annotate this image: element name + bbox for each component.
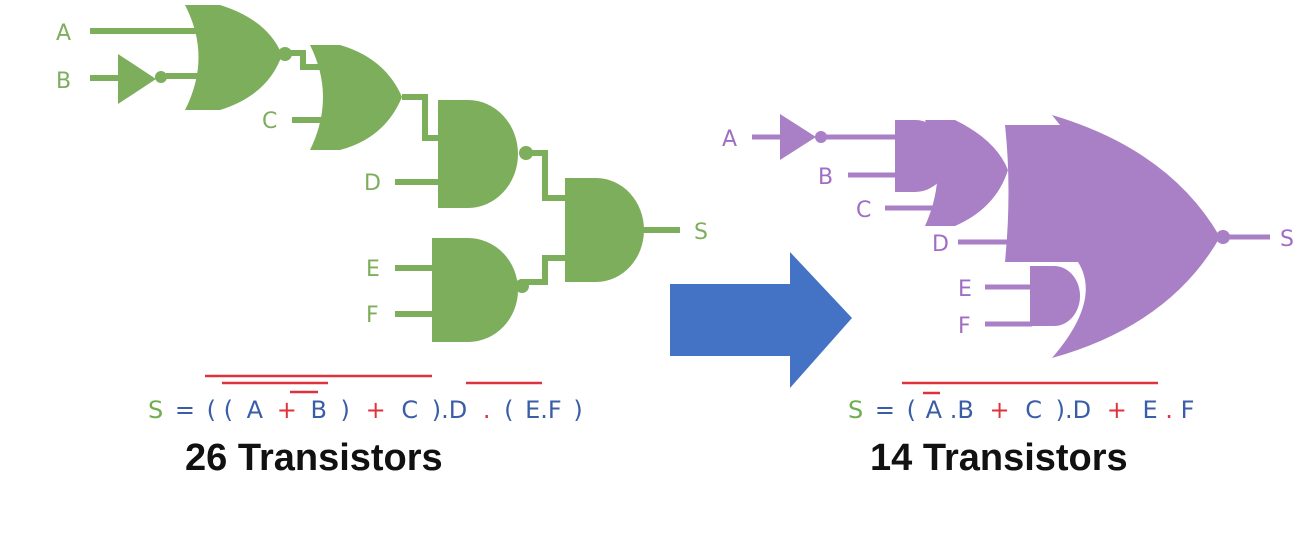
not-gate-b: [118, 54, 156, 104]
nor-gate-1-bubble: [278, 47, 292, 61]
nand-gate-3: [438, 100, 518, 208]
left-output-s-label: S: [694, 220, 708, 245]
left-equation: S = ( ( A + B ) + C ).D . ( E.F ): [148, 374, 583, 424]
left-input-f-label: F: [366, 303, 379, 328]
left-input-e-label: E: [366, 257, 380, 282]
right-input-e-label: E: [958, 277, 972, 302]
nand-gate-3-bubble: [519, 146, 533, 160]
left-input-d-label: D: [364, 171, 381, 196]
right-circuit: A B C D E F S: [722, 114, 1294, 358]
r-not-gate-a-bubble: [815, 131, 827, 143]
right-input-f-label: F: [958, 314, 971, 339]
nand-gate-4: [432, 238, 518, 342]
not-gate-b-bubble: [155, 71, 167, 83]
transform-arrow: [670, 252, 852, 388]
r-not-gate-a: [780, 114, 816, 160]
r-big-nor-gate: [1005, 115, 1220, 358]
left-input-a-label: A: [56, 21, 71, 46]
right-transistor-caption: 14 Transistors: [870, 437, 1128, 479]
right-input-a-label: A: [722, 127, 737, 152]
left-transistor-caption: 26 Transistors: [185, 437, 443, 479]
right-input-b-label: B: [818, 165, 833, 190]
r-big-nor-gate-bubble: [1216, 230, 1230, 244]
right-input-d-label: D: [932, 232, 949, 257]
left-input-b-label: B: [56, 69, 71, 94]
nand-gate-4-bubble: [515, 279, 529, 293]
right-equation-text: S = ( A .B + C ).D + E . F: [848, 396, 1194, 424]
right-equation: S = ( A .B + C ).D + E . F: [848, 381, 1194, 424]
right-output-s-label: S: [1280, 227, 1294, 252]
left-input-c-label: C: [262, 109, 277, 134]
and-gate-5: [565, 178, 644, 282]
r-or-gate-2: [925, 120, 1008, 226]
or-gate-2: [310, 45, 402, 150]
nor-gate-1: [185, 5, 282, 110]
r-and-gate-3: [1030, 266, 1080, 326]
right-input-c-label: C: [856, 198, 871, 223]
left-equation-text: S = ( ( A + B ) + C ).D . ( E.F ): [148, 396, 583, 424]
left-circuit: A B C D E F S: [56, 5, 708, 342]
